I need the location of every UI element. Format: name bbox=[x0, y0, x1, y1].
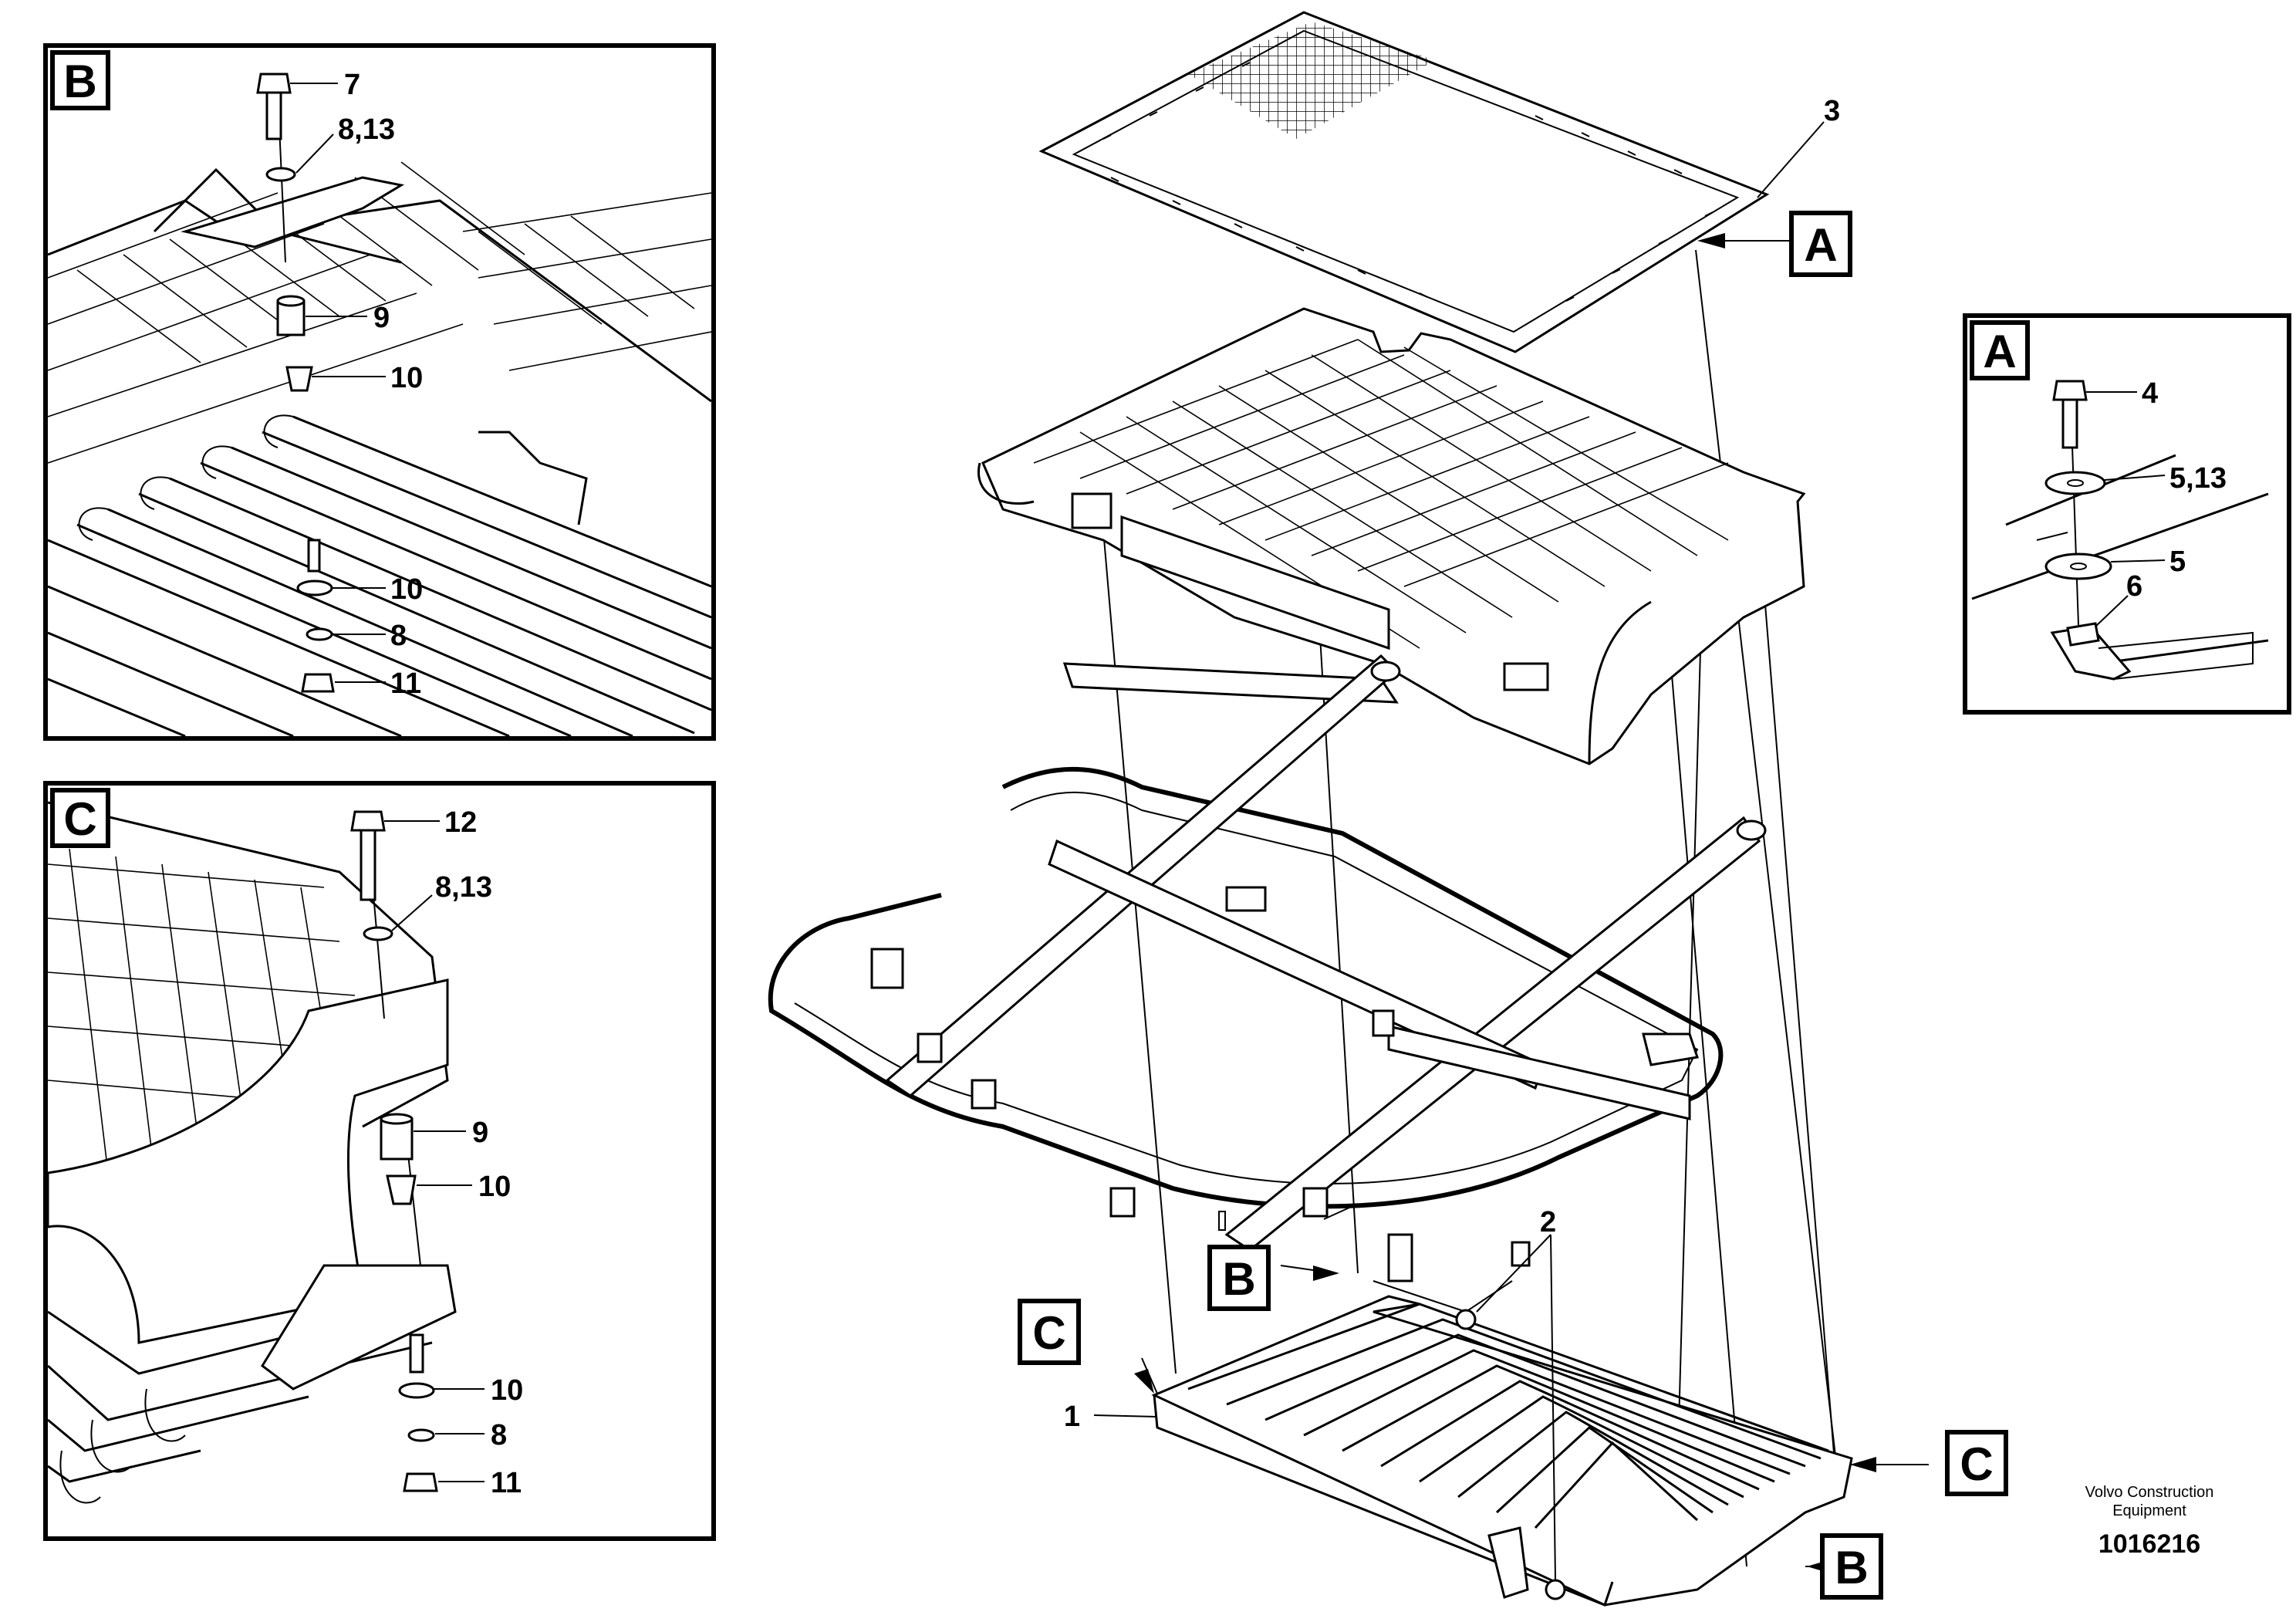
detail-b-fastener-stack bbox=[256, 73, 335, 693]
marker-c-right: C bbox=[1945, 1430, 2008, 1496]
mesh-screen bbox=[1038, 11, 1770, 353]
main-callout-1: 1 bbox=[1064, 1401, 1080, 1433]
detail-b-tag-box bbox=[50, 50, 110, 110]
detail-c-callout-10-lower: 10 bbox=[491, 1374, 523, 1407]
detail-b-tag: B bbox=[63, 56, 96, 107]
detail-a-tag: A bbox=[1983, 326, 2016, 377]
detail-c-tag-box bbox=[50, 788, 110, 848]
oil-cooler bbox=[1151, 1280, 1853, 1607]
grating-cover bbox=[977, 307, 1806, 765]
detail-b-panel bbox=[43, 43, 716, 741]
detail-c-callout-11: 11 bbox=[491, 1467, 522, 1499]
detail-c-panel bbox=[43, 781, 716, 1541]
drawing-number: 1016216 bbox=[2098, 1529, 2200, 1559]
detail-c-callout-12: 12 bbox=[444, 806, 477, 839]
marker-b-upper-label: B bbox=[1222, 1253, 1255, 1305]
marker-a: A bbox=[1789, 211, 1852, 277]
marker-a-label: A bbox=[1804, 219, 1837, 271]
detail-c-leaders bbox=[384, 820, 485, 1482]
detail-a-fastener-stack bbox=[2044, 380, 2112, 647]
support-frame bbox=[768, 654, 1767, 1282]
detail-b-callout-10: 10 bbox=[390, 362, 423, 394]
detail-b-callout-8: 8 bbox=[390, 620, 407, 652]
detail-b-callout-9: 9 bbox=[373, 302, 390, 334]
detail-c-callout-10: 10 bbox=[478, 1171, 511, 1203]
detail-b-callout-7: 7 bbox=[344, 69, 360, 101]
main-callout-3: 3 bbox=[1824, 95, 1840, 127]
detail-b-leaders bbox=[290, 83, 386, 683]
detail-a-callout-4: 4 bbox=[2142, 377, 2158, 410]
detail-a-panel bbox=[1963, 313, 2291, 715]
main-callout-2: 2 bbox=[1540, 1206, 1556, 1238]
detail-c-drawing bbox=[48, 801, 457, 1504]
detail-a-tag-box bbox=[1970, 320, 2030, 380]
detail-c-fastener-stack bbox=[350, 810, 438, 1492]
marker-c-right-label: C bbox=[1960, 1438, 1993, 1490]
marker-b-lower-label: B bbox=[1835, 1542, 1868, 1593]
detail-c-callout-8: 8 bbox=[491, 1419, 507, 1451]
detail-b-drawing bbox=[48, 161, 711, 736]
caption-line-1: Volvo Construction bbox=[2085, 1484, 2214, 1501]
detail-c-tag: C bbox=[63, 793, 96, 845]
detail-a-callout-6: 6 bbox=[2126, 570, 2142, 603]
marker-c-left-label: C bbox=[1032, 1307, 1065, 1359]
detail-b-callout-8-13: 8,13 bbox=[338, 113, 395, 146]
detail-a-callout-5: 5 bbox=[2169, 546, 2186, 578]
detail-a-leaders bbox=[2086, 391, 2166, 627]
detail-b-callout-10-lower: 10 bbox=[390, 573, 423, 606]
caption-line-2: Equipment bbox=[2112, 1502, 2186, 1519]
marker-b-lower: B bbox=[1820, 1533, 1883, 1600]
detail-b-callout-11: 11 bbox=[390, 667, 421, 700]
marker-b-upper: B bbox=[1207, 1245, 1271, 1311]
detail-c-callout-8-13: 8,13 bbox=[435, 871, 492, 904]
detail-a-callout-5-13: 5,13 bbox=[2169, 462, 2227, 495]
marker-c-left: C bbox=[1018, 1299, 1081, 1365]
detail-c-callout-9: 9 bbox=[472, 1117, 488, 1149]
